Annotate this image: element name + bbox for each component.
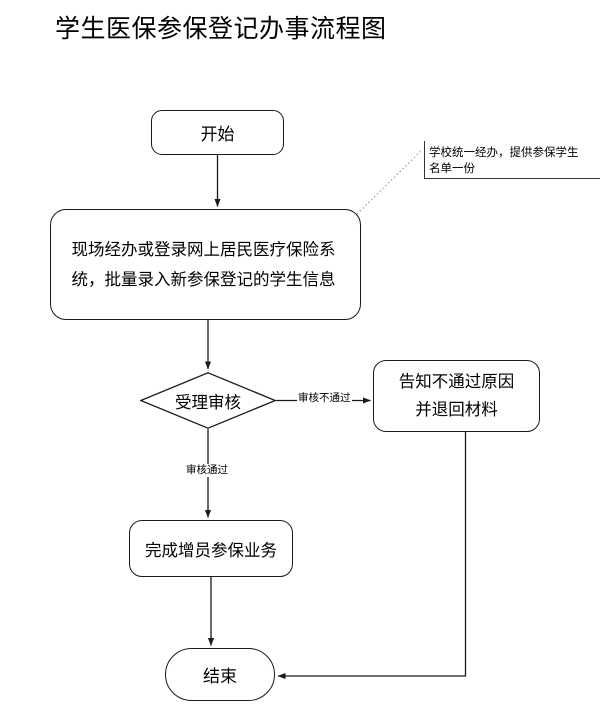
node-entry-registration[interactable]: 现场经办或登录网上居民医疗保险系统，批量录入新参保登记的学生信息 xyxy=(50,209,361,320)
node-start-label: 开始 xyxy=(200,125,235,145)
node-entry-label: 现场经办或登录网上居民医疗保险系统，批量录入新参保登记的学生信息 xyxy=(71,239,336,289)
edge-reject-to-end xyxy=(277,432,467,680)
annotation-note-school: 学校统一经办，提供参保学生 名单一份 xyxy=(424,141,600,179)
note-leader-line xyxy=(356,149,423,215)
annotation-note-line1: 学校统一经办，提供参保学生 xyxy=(429,145,579,159)
edge-label-review-failed: 审核不通过 xyxy=(297,392,352,405)
node-start[interactable]: 开始 xyxy=(151,110,284,155)
node-end-label: 结束 xyxy=(203,667,237,687)
node-decision-label: 受理审核 xyxy=(175,392,241,412)
node-end[interactable]: 结束 xyxy=(165,648,275,701)
edge-label-review-passed: 审核通过 xyxy=(185,464,229,477)
node-reject-label: 告知不通过原因 并退回材料 xyxy=(399,368,515,424)
annotation-note-line2: 名单一份 xyxy=(429,161,475,175)
node-reject-notice[interactable]: 告知不通过原因 并退回材料 xyxy=(373,360,540,432)
node-complete-label: 完成增员参保业务 xyxy=(145,540,277,560)
diamond-shape xyxy=(140,372,276,429)
annotation-note-text: 学校统一经办，提供参保学生 名单一份 xyxy=(429,144,598,176)
node-decision-review[interactable]: 受理审核 xyxy=(140,372,276,429)
node-reject-label-line1: 告知不通过原因 xyxy=(398,372,515,391)
node-reject-label-line2: 并退回材料 xyxy=(415,400,498,419)
node-complete-enrollment[interactable]: 完成增员参保业务 xyxy=(129,520,293,577)
page-title: 学生医保参保登记办事流程图 xyxy=(55,14,387,43)
